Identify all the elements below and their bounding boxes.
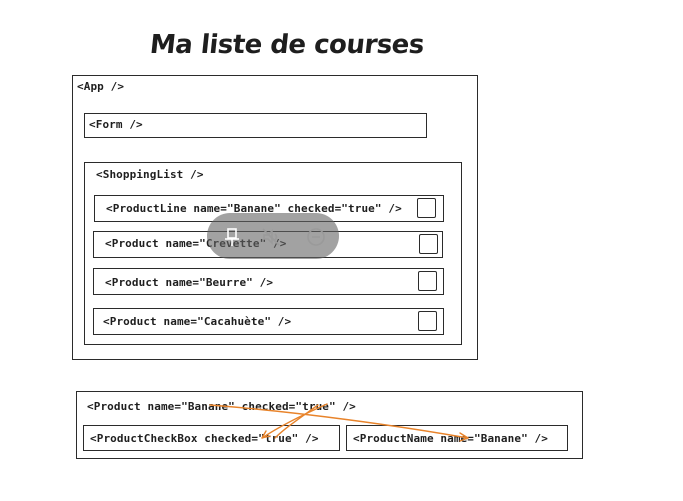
product-beurre-label: <Product name="Beurre" />	[105, 276, 274, 289]
floating-toolbar	[207, 213, 339, 259]
arrow-name-to-productname	[209, 404, 469, 439]
product-cacahuete-label: <Product name="Cacahuète" />	[103, 315, 292, 328]
product-name-component-box	[346, 425, 568, 451]
mute-icon[interactable]	[260, 226, 282, 248]
product-checkbox-component-box	[83, 425, 340, 451]
arrow-checked-cross	[274, 404, 319, 439]
product-line-label: <ProductLine name="Banane" checked="true…	[106, 202, 402, 215]
shopping-list-label: <ShoppingList />	[96, 168, 204, 181]
app-label: <App />	[77, 80, 125, 93]
app-box	[72, 75, 478, 360]
form-box	[84, 113, 427, 138]
product-name-component-label: <ProductName name="Banane" />	[353, 432, 548, 445]
product-checkbox-component-label: <ProductCheckBox checked="true" />	[90, 432, 319, 445]
product-line-checkbox[interactable]	[417, 198, 436, 218]
pin-icon[interactable]	[221, 226, 243, 248]
product-cacahuete-checkbox[interactable]	[418, 311, 437, 331]
arrow-checked-to-checkbox	[261, 403, 328, 439]
product-cacahuete-box	[93, 308, 444, 335]
product-detail-box	[76, 391, 583, 459]
product-beurre-box	[93, 268, 444, 295]
arrow-name-head-1	[459, 432, 469, 442]
remove-icon[interactable]	[305, 226, 327, 248]
arrow-checked-head-1	[261, 430, 271, 439]
product-crevette-checkbox[interactable]	[419, 234, 438, 254]
shopping-list-box	[84, 162, 462, 345]
product-beurre-checkbox[interactable]	[418, 271, 437, 291]
form-label: <Form />	[89, 118, 143, 131]
